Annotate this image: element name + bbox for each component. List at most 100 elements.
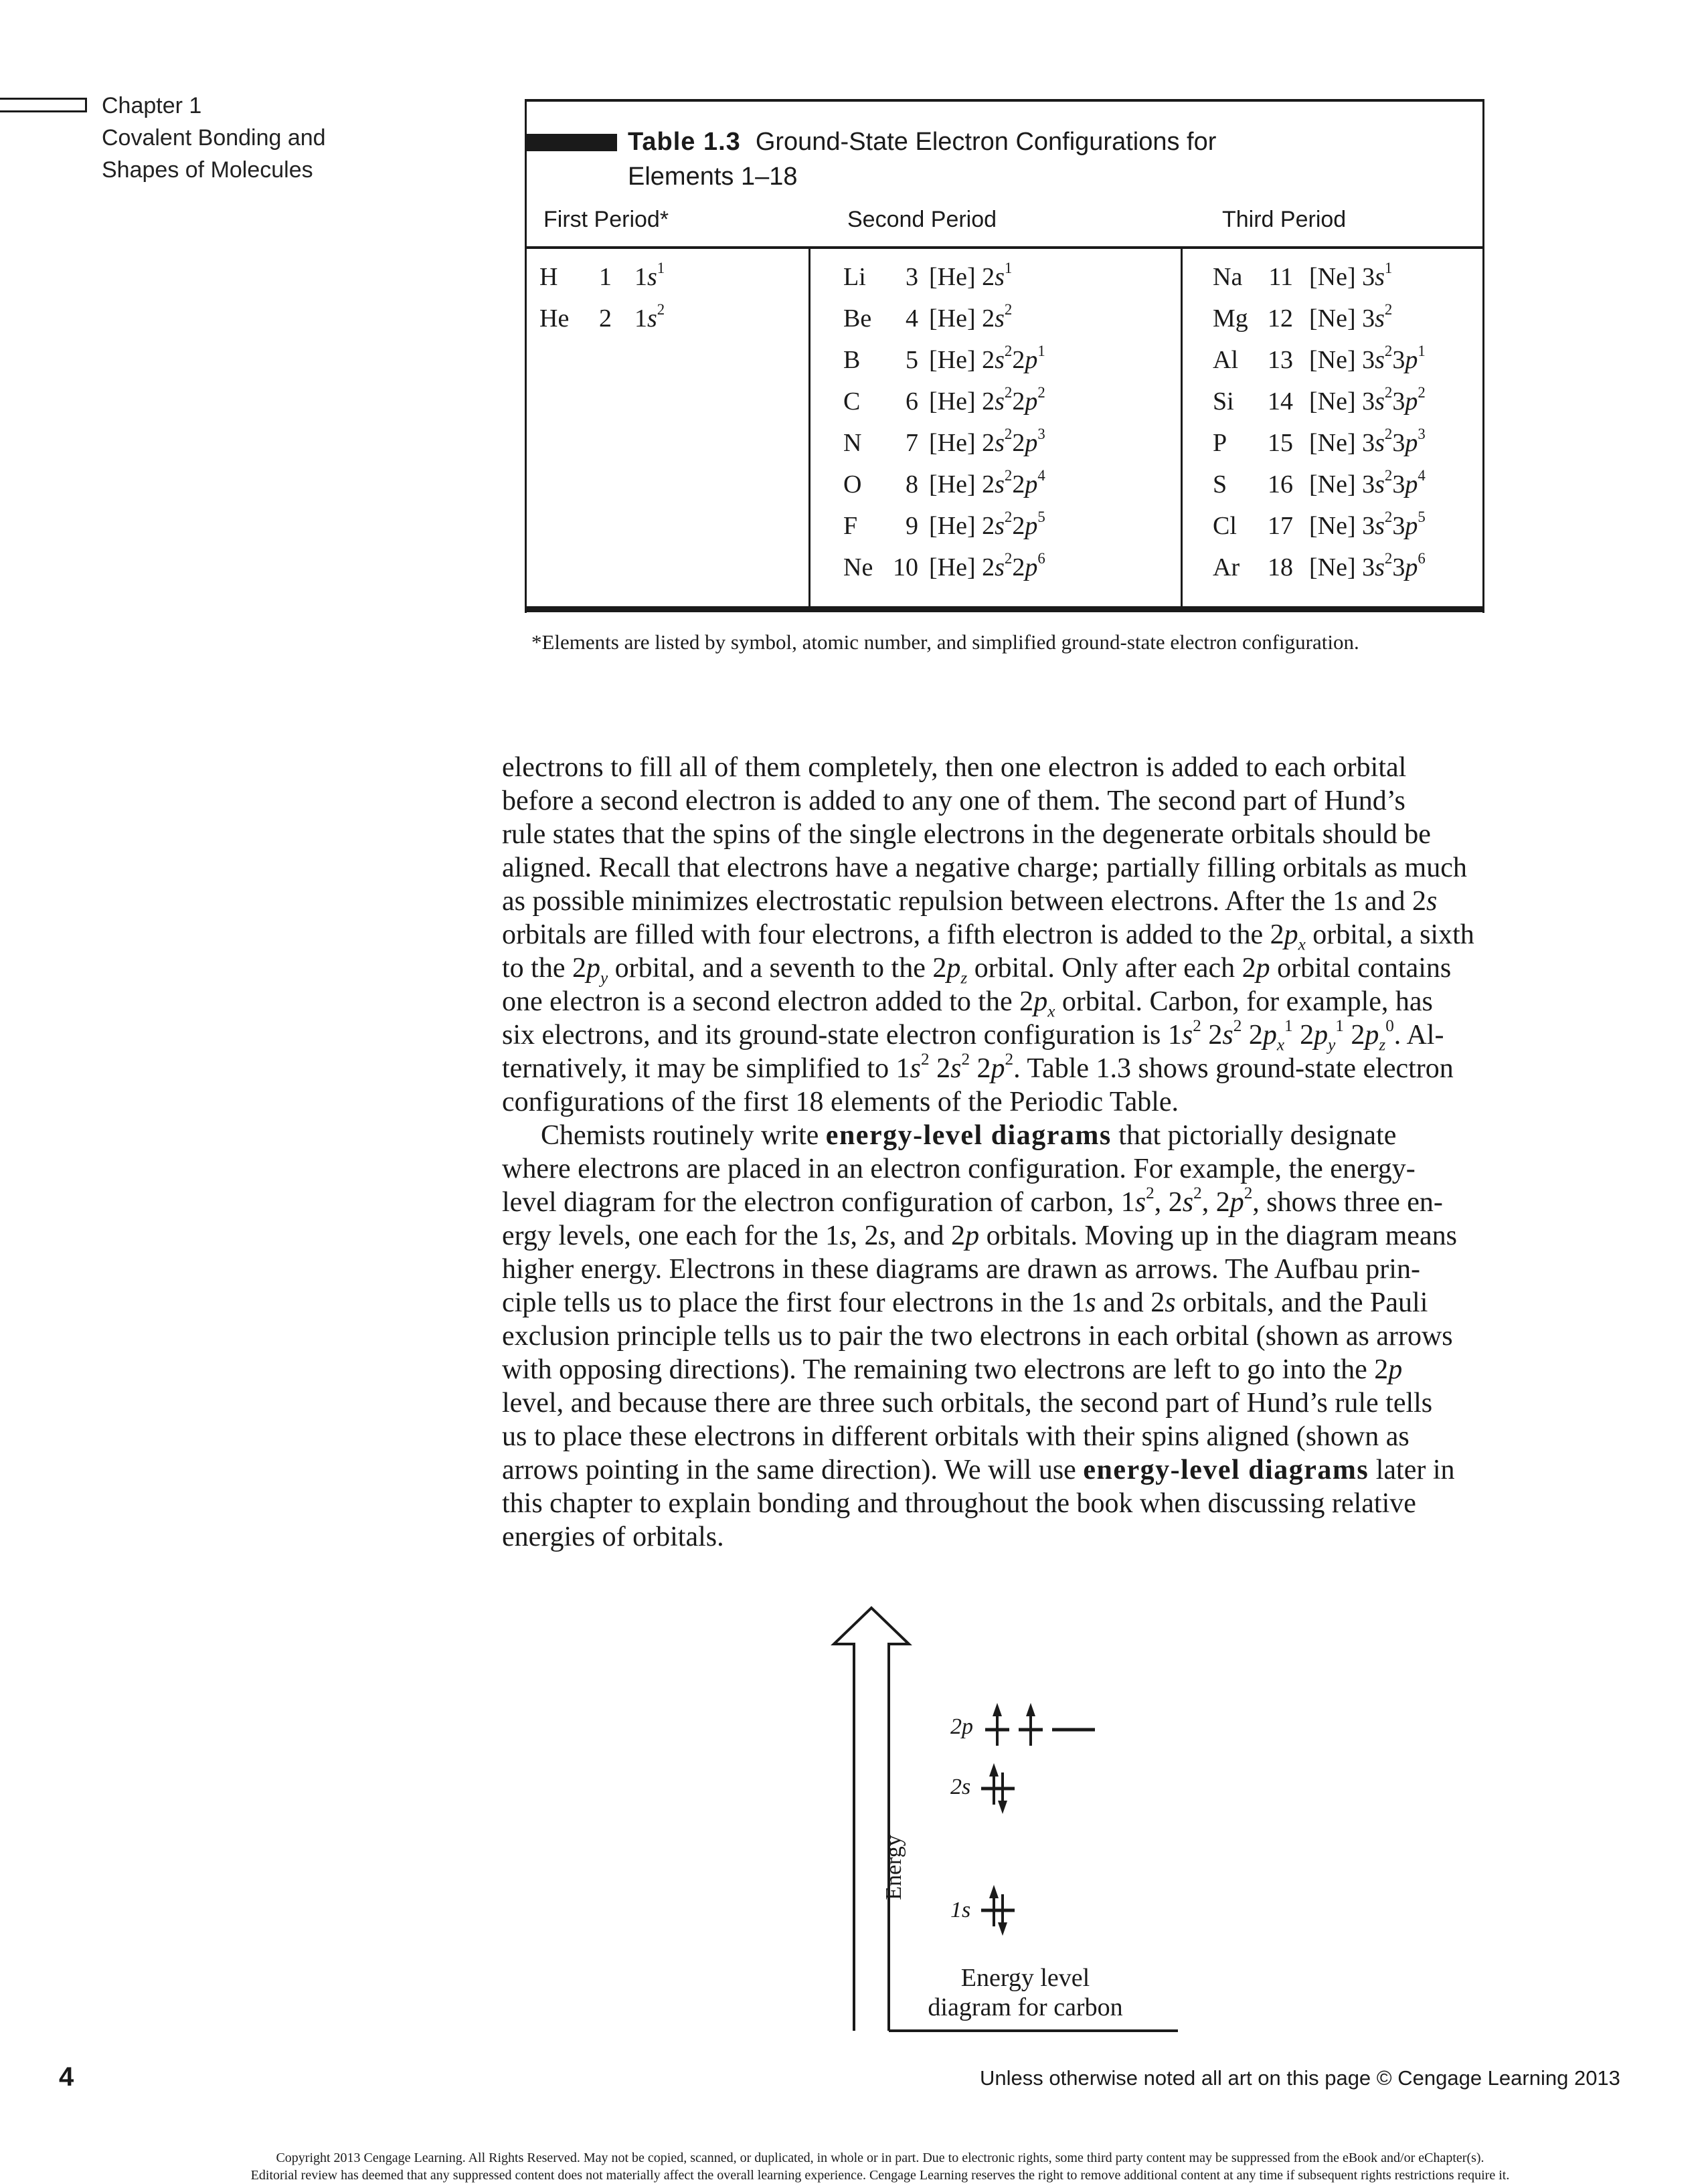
- third-period-configuration: [Ne] 3s23p4: [1309, 467, 1426, 498]
- second-period-configuration: [He] 2s22p1: [929, 343, 1045, 374]
- second-period-atomic-number: 8: [906, 470, 918, 498]
- second-period-symbol: N: [843, 429, 862, 457]
- text-line: six electrons, and its ground-state elec…: [502, 1017, 1444, 1055]
- table-number: Table 1.3: [628, 128, 741, 156]
- second-period-configuration: [He] 2s22p5: [929, 509, 1045, 540]
- running-head-title-2: Shapes of Molecules: [102, 157, 313, 183]
- orbital-2s-level: [981, 1763, 1015, 1814]
- second-period-atomic-number: 7: [906, 429, 918, 457]
- text-line: aligned. Recall that electrons have a ne…: [502, 852, 1467, 883]
- text-line: one electron is a second electron added …: [502, 986, 1433, 1021]
- second-period-symbol: Be: [843, 304, 872, 333]
- paragraph-hunds-rule: electrons to fill all of them completely…: [502, 751, 1502, 1119]
- body-text: electrons to fill all of them completely…: [502, 751, 1502, 1554]
- text-line: to the 2py orbital, and a seventh to the…: [502, 953, 1452, 988]
- second-period-symbol: B: [843, 346, 861, 374]
- second-period-atomic-number: 10: [893, 553, 918, 581]
- second-period-configuration: [He] 2s2: [929, 301, 1013, 333]
- orbital-1s-level: [981, 1885, 1015, 1936]
- second-period-configuration: [He] 2s1: [929, 260, 1013, 291]
- third-period-configuration: [Ne] 3s23p3: [1309, 426, 1426, 457]
- third-period-symbol: Na: [1213, 263, 1243, 291]
- third-period-symbol: Si: [1213, 387, 1234, 416]
- table-frame: [525, 99, 1484, 613]
- text-line: arrows pointing in the same direction). …: [502, 1455, 1455, 1485]
- level-label-1s: 1s: [950, 1898, 971, 1922]
- art-credit: Unless otherwise noted all art on this p…: [980, 2066, 1620, 2090]
- second-period-symbol: Li: [843, 263, 866, 291]
- table-footnote: *Elements are listed by symbol, atomic n…: [531, 630, 1359, 654]
- energy-axis-label: Energy: [881, 1835, 906, 1900]
- second-period-symbol: F: [843, 512, 858, 540]
- first-period-symbol: H: [539, 263, 558, 291]
- first-period-atomic-number: 1: [599, 263, 612, 291]
- level-label-2p: 2p: [950, 1714, 973, 1739]
- second-period-atomic-number: 3: [906, 263, 918, 291]
- table-title: Table 1.3 Ground-State Electron Configura…: [628, 124, 1431, 194]
- second-period-configuration: [He] 2s22p3: [929, 426, 1045, 457]
- copyright-notice: Copyright 2013 Cengage Learning. All Rig…: [100, 2149, 1660, 2184]
- third-period-symbol: P: [1213, 429, 1227, 457]
- text-line: level diagram for the electron configura…: [502, 1184, 1443, 1218]
- second-period-symbol: O: [843, 470, 862, 498]
- running-head-rule: [0, 98, 87, 112]
- running-head-title-1: Covalent Bonding and: [102, 125, 326, 151]
- energy-axis-arrow: [831, 1606, 912, 2031]
- header-first-period: First Period*: [543, 207, 669, 232]
- text-line: before a second electron is added to any…: [502, 786, 1405, 816]
- third-period-atomic-number: 12: [1268, 304, 1293, 333]
- second-period-atomic-number: 5: [906, 346, 918, 374]
- column-divider-1: [808, 248, 810, 608]
- text-line: ergy levels, one each for the 1s, 2s, an…: [502, 1220, 1457, 1251]
- table-bottom-rule: [525, 606, 1484, 612]
- third-period-configuration: [Ne] 3s1: [1309, 260, 1393, 291]
- table-caption-1: Ground-State Electron Configurations for: [755, 128, 1217, 156]
- energy-level-diagram: [831, 1606, 1178, 2032]
- third-period-atomic-number: 15: [1268, 429, 1293, 457]
- text-line: us to place these electrons in different…: [502, 1421, 1410, 1452]
- page-number: 4: [59, 2062, 74, 2092]
- first-period-configuration: 1s2: [634, 301, 665, 333]
- text-line: Chemists routinely write energy-level di…: [541, 1120, 1397, 1151]
- diagram-caption-1: Energy level: [960, 1964, 1090, 1992]
- running-head: Chapter 1 Covalent Bonding and Shapes of…: [102, 90, 326, 186]
- third-period-atomic-number: 16: [1268, 470, 1293, 498]
- first-period-configuration: 1s1: [634, 260, 665, 291]
- text-line: rule states that the spins of the single…: [502, 819, 1431, 850]
- third-period-configuration: [Ne] 3s23p5: [1309, 509, 1426, 540]
- second-period-atomic-number: 4: [906, 304, 918, 333]
- header-third-period: Third Period: [1222, 207, 1347, 232]
- text-line: as possible minimizes electrostatic repu…: [502, 886, 1438, 917]
- third-period-configuration: [Ne] 3s2: [1309, 301, 1393, 333]
- second-period-symbol: Ne: [843, 553, 873, 581]
- third-period-atomic-number: 17: [1268, 512, 1293, 540]
- third-period-symbol: Cl: [1213, 512, 1237, 540]
- copyright-line-1: Copyright 2013 Cengage Learning. All Rig…: [276, 2151, 1484, 2165]
- first-period-symbol: He: [539, 304, 570, 333]
- running-head-chapter: Chapter 1: [102, 93, 202, 118]
- level-label-2s: 2s: [950, 1774, 971, 1799]
- header-second-period: Second Period: [847, 207, 997, 232]
- text-line: where electrons are placed in an electro…: [502, 1154, 1416, 1184]
- table-marker-bar: [525, 134, 617, 151]
- second-period-atomic-number: 6: [906, 387, 918, 416]
- third-period-configuration: [Ne] 3s23p1: [1309, 343, 1426, 374]
- text-line: level, and because there are three such …: [502, 1388, 1433, 1419]
- third-period-configuration: [Ne] 3s23p6: [1309, 550, 1426, 581]
- second-period-configuration: [He] 2s22p2: [929, 384, 1045, 416]
- third-period-atomic-number: 14: [1268, 387, 1293, 416]
- paragraph-energy-level-diagrams: Chemists routinely write energy-level di…: [502, 1119, 1502, 1554]
- copyright-line-2: Editorial review has deemed that any sup…: [250, 2168, 1510, 2183]
- second-period-configuration: [He] 2s22p4: [929, 467, 1045, 498]
- third-period-atomic-number: 13: [1268, 346, 1293, 374]
- third-period-symbol: S: [1213, 470, 1227, 498]
- first-period-atomic-number: 2: [599, 304, 612, 333]
- third-period-configuration: [Ne] 3s23p2: [1309, 384, 1426, 416]
- header-rule: [525, 246, 1484, 249]
- second-period-symbol: C: [843, 387, 861, 416]
- text-line: orbitals are filled with four electrons,…: [502, 919, 1474, 954]
- third-period-atomic-number: 11: [1268, 263, 1293, 291]
- orbital-2p-level: [985, 1703, 1095, 1746]
- third-period-atomic-number: 18: [1268, 553, 1293, 581]
- second-period-configuration: [He] 2s22p6: [929, 550, 1045, 581]
